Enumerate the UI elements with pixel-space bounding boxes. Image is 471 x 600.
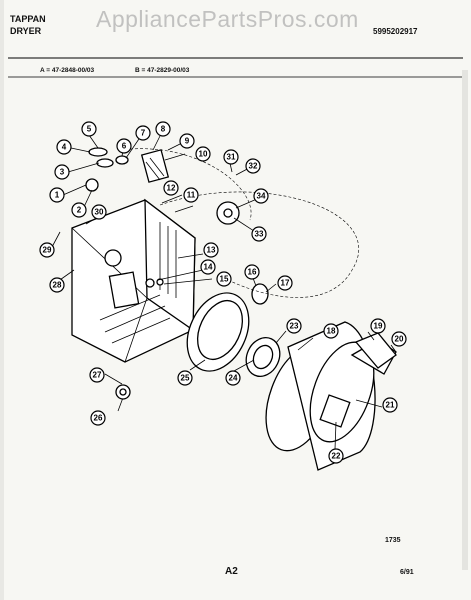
callout-6: 6 (116, 138, 132, 154)
svg-text:32: 32 (249, 162, 258, 171)
callout-29: 29 (39, 242, 55, 258)
svg-text:13: 13 (207, 246, 216, 255)
callout-3: 3 (54, 164, 70, 180)
callout-34: 34 (253, 188, 269, 204)
svg-text:7: 7 (141, 129, 146, 138)
callout-33: 33 (251, 226, 267, 242)
callout-31: 31 (223, 149, 239, 165)
svg-text:28: 28 (53, 281, 62, 290)
callout-9: 9 (179, 133, 195, 149)
motor-parts (145, 201, 269, 305)
svg-text:19: 19 (374, 322, 383, 331)
svg-text:29: 29 (43, 246, 52, 255)
svg-text:6: 6 (122, 142, 127, 151)
watermark: AppliancePartsPros.com (96, 6, 359, 32)
callout-7: 7 (135, 125, 151, 141)
svg-text:14: 14 (204, 263, 213, 272)
page-date: 6/91 (400, 569, 414, 576)
svg-text:31: 31 (227, 153, 236, 162)
svg-text:10: 10 (199, 150, 208, 159)
svg-text:2: 2 (77, 206, 82, 215)
svg-text:21: 21 (386, 401, 395, 410)
callout-10: 10 (195, 146, 211, 162)
callout-26: 26 (90, 410, 106, 426)
brand-name: TAPPAN (10, 14, 46, 24)
scan-edge (462, 70, 468, 570)
drum-bulkhead (186, 292, 281, 377)
callout-18: 18 (323, 323, 339, 339)
callout-19: 19 (370, 318, 386, 334)
svg-text:24: 24 (229, 374, 238, 383)
variant-a-label: A = 47-2848-00/03 (40, 67, 95, 74)
svg-text:22: 22 (332, 452, 341, 461)
callout-16: 16 (244, 264, 260, 280)
svg-text:11: 11 (187, 191, 196, 200)
callout-24: 24 (225, 370, 241, 386)
scan-edge-left (0, 0, 4, 600)
callout-25: 25 (177, 370, 193, 386)
callout-17: 17 (277, 275, 293, 291)
callout-21: 21 (382, 397, 398, 413)
svg-text:18: 18 (327, 327, 336, 336)
document-number: 5995202917 (373, 27, 418, 36)
callout-20: 20 (391, 331, 407, 347)
svg-text:16: 16 (248, 268, 257, 277)
callout-11: 11 (183, 187, 199, 203)
svg-text:8: 8 (161, 125, 166, 134)
page-number: A2 (225, 566, 238, 577)
callout-13: 13 (203, 242, 219, 258)
callout-5: 5 (81, 121, 97, 137)
svg-text:23: 23 (290, 322, 299, 331)
svg-text:9: 9 (185, 137, 190, 146)
assembly-path (119, 148, 252, 221)
variant-b-label: B = 47-2829-00/03 (135, 67, 190, 74)
svg-text:34: 34 (257, 192, 266, 201)
svg-text:1: 1 (55, 191, 60, 200)
svg-text:27: 27 (93, 371, 102, 380)
callout-27: 27 (89, 367, 105, 383)
product-type: DRYER (10, 26, 42, 36)
callout-8: 8 (155, 121, 171, 137)
callout-30: 30 (91, 204, 107, 220)
callout-22: 22 (328, 448, 344, 464)
callout-23: 23 (286, 318, 302, 334)
foot-part (115, 384, 131, 400)
svg-text:25: 25 (181, 374, 190, 383)
callout-4: 4 (56, 139, 72, 155)
callout-15: 15 (216, 271, 232, 287)
cabinet-base (71, 198, 196, 363)
callout-14: 14 (200, 259, 216, 275)
svg-text:17: 17 (281, 279, 290, 288)
svg-text:30: 30 (95, 208, 104, 217)
figure-number: 1735 (385, 537, 401, 544)
small-parts-cluster (85, 147, 170, 192)
callout-32: 32 (245, 158, 261, 174)
svg-text:33: 33 (255, 230, 264, 239)
svg-text:5: 5 (87, 125, 92, 134)
callout-28: 28 (49, 277, 65, 293)
svg-text:12: 12 (167, 184, 176, 193)
svg-text:20: 20 (395, 335, 404, 344)
svg-text:26: 26 (94, 414, 103, 423)
callout-2: 2 (71, 202, 87, 218)
svg-text:15: 15 (220, 275, 229, 284)
svg-text:4: 4 (62, 143, 67, 152)
callout-12: 12 (163, 180, 179, 196)
callout-1: 1 (49, 187, 65, 203)
svg-text:3: 3 (60, 168, 65, 177)
